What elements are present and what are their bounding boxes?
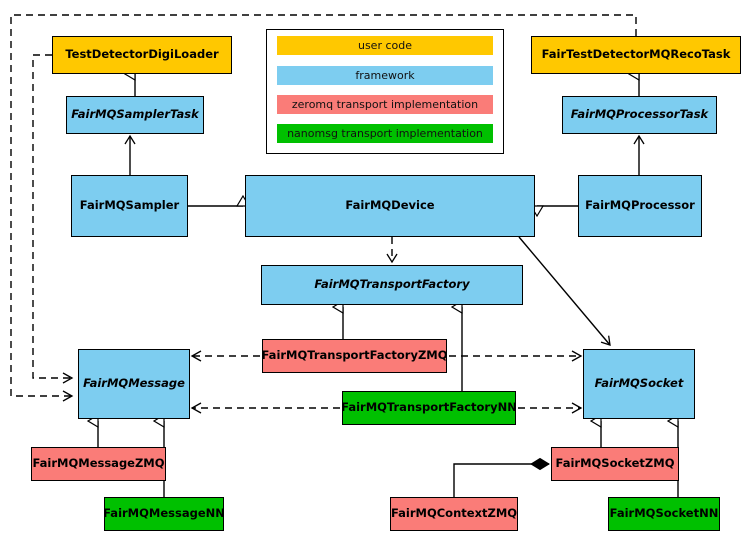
class-node-FairMQMessage[interactable]: FairMQMessage <box>78 349 190 419</box>
class-label: FairMQTransportFactoryZMQ <box>261 348 448 363</box>
class-node-FairMQMessageNN[interactable]: FairMQMessageNN <box>103 497 225 531</box>
class-node-FairMQSocket[interactable]: FairMQSocket <box>583 349 695 419</box>
class-node-FairMQTransportFactory[interactable]: FairMQTransportFactory <box>261 265 523 305</box>
legend-label-framework: framework <box>355 69 415 82</box>
class-node-FairMQSocketNN[interactable]: FairMQSocketNN <box>608 497 720 531</box>
legend-item-user-code: user code <box>277 36 493 55</box>
class-label: FairMQProcessorTask <box>570 107 709 122</box>
class-node-FairMQProcessorTask[interactable]: FairMQProcessorTask <box>562 96 717 134</box>
class-label: FairMQSocketNN <box>609 506 719 521</box>
legend-label-nanomsg: nanomsg transport implementation <box>287 127 483 140</box>
class-node-FairMQDevice[interactable]: FairMQDevice <box>245 175 535 237</box>
class-label: FairMQTransportFactory <box>314 277 470 292</box>
edge-device-to-socket <box>518 236 611 346</box>
class-label: FairMQMessage <box>83 376 185 391</box>
class-label: FairMQSocketZMQ <box>555 456 675 471</box>
class-label: FairTestDetectorMQRecoTask <box>541 47 731 62</box>
class-label: FairMQSamplerTask <box>71 107 199 122</box>
legend-label-user-code: user code <box>357 39 413 52</box>
class-node-FairMQTransportFactoryZMQ[interactable]: FairMQTransportFactoryZMQ <box>261 339 448 373</box>
class-label: FairMQDevice <box>345 198 435 213</box>
class-label: TestDetectorDigiLoader <box>65 47 219 62</box>
class-label: FairMQMessageNN <box>103 506 225 521</box>
class-label: FairMQProcessor <box>585 198 695 213</box>
legend-item-zeromq: zeromq transport implementation <box>277 95 493 114</box>
class-node-FairMQTransportFactoryNN[interactable]: FairMQTransportFactoryNN <box>341 391 517 425</box>
class-node-FairMQSamplerTask[interactable]: FairMQSamplerTask <box>66 96 204 134</box>
legend-label-zeromq: zeromq transport implementation <box>291 98 479 111</box>
edge-digiloader-to-message <box>32 54 74 384</box>
class-node-FairMQSampler[interactable]: FairMQSampler <box>71 175 188 237</box>
class-node-FairMQMessageZMQ[interactable]: FairMQMessageZMQ <box>31 447 166 481</box>
class-node-FairMQContextZMQ[interactable]: FairMQContextZMQ <box>390 497 518 531</box>
class-label: FairMQMessageZMQ <box>32 456 165 471</box>
class-node-FairMQSocketZMQ[interactable]: FairMQSocketZMQ <box>551 447 679 481</box>
edge-recotask-to-message <box>10 14 637 402</box>
edge-contextzmq-to-socketzmq <box>453 457 550 497</box>
class-node-TestDetectorDigiLoader[interactable]: TestDetectorDigiLoader <box>52 36 232 74</box>
class-node-FairTestDetectorMQRecoTask[interactable]: FairTestDetectorMQRecoTask <box>531 36 741 74</box>
class-node-FairMQProcessor[interactable]: FairMQProcessor <box>578 175 702 237</box>
legend-item-framework: framework <box>277 66 493 85</box>
legend-item-nanomsg: nanomsg transport implementation <box>277 124 493 143</box>
class-label: FairMQTransportFactoryNN <box>341 400 517 415</box>
class-label: FairMQSampler <box>79 198 180 213</box>
class-label: FairMQContextZMQ <box>390 506 518 521</box>
class-label: FairMQSocket <box>594 376 684 391</box>
